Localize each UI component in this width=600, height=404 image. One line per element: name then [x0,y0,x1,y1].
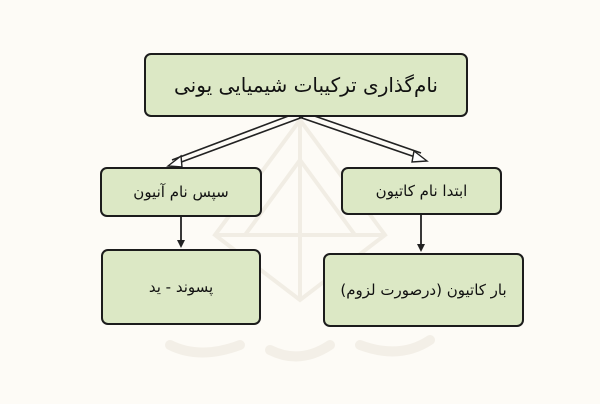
detail-node-cation-charge-label: بار کاتیون (درصورت لزوم) [340,281,507,299]
detail-node-anion-suffix: پسوند - ید [101,249,261,325]
root-node: نام‌گذاری ترکیبات شیمیایی یونی [144,53,468,117]
step-node-anion: سپس نام آنیون [100,167,262,217]
step-node-cation-label: ابتدا نام کاتیون [375,182,468,200]
detail-node-cation-charge: بار کاتیون (درصورت لزوم) [323,253,524,327]
arrowhead-left [166,154,183,168]
connector-root-to-right-step [298,111,429,163]
detail-node-anion-suffix-label: پسوند - ید [148,278,214,296]
root-node-label: نام‌گذاری ترکیبات شیمیایی یونی [174,73,438,97]
step-node-cation: ابتدا نام کاتیون [341,167,502,215]
arrowhead-right [411,149,429,163]
connector-root-to-left-step [166,111,304,168]
step-node-anion-label: سپس نام آنیون [133,183,229,201]
